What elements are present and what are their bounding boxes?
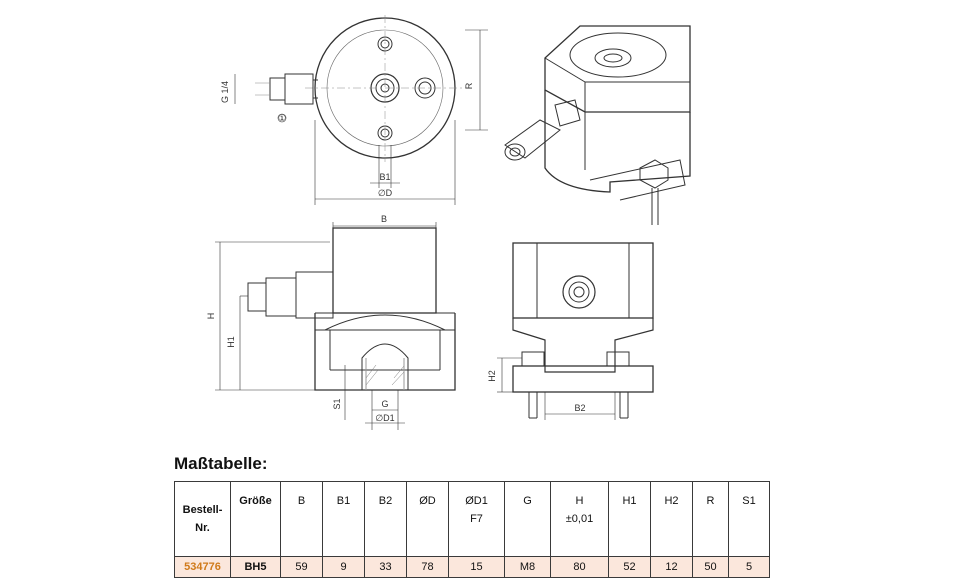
header-h: H±0,01 (550, 481, 609, 557)
cell-b1: 9 (322, 556, 365, 578)
header-s1: S1 (728, 481, 770, 557)
label-g14: G 1/4 (220, 81, 230, 103)
cell-r: 50 (692, 556, 729, 578)
cell-order-number: 534776 (174, 556, 231, 578)
label-d1: ∅D1 (375, 413, 394, 423)
header-b: B (280, 481, 323, 557)
label-d-top: ∅D (378, 188, 393, 198)
cell-h2: 12 (650, 556, 693, 578)
label-g: G (381, 399, 388, 409)
header-groesse: Größe (230, 481, 281, 557)
header-b2: B2 (364, 481, 407, 557)
cell-b: 59 (280, 556, 323, 578)
iso-view (504, 25, 691, 225)
label-b2: B2 (574, 403, 585, 413)
cell-s1: 5 (728, 556, 770, 578)
front-view (215, 222, 456, 430)
header-b1: B1 (322, 481, 365, 557)
cell-g: M8 (504, 556, 551, 578)
header-h1: H1 (608, 481, 651, 557)
header-g: G (504, 481, 551, 557)
cell-d: 78 (406, 556, 449, 578)
label-b1: B1 (379, 172, 390, 182)
label-b: B (381, 214, 387, 224)
cell-b2: 33 (364, 556, 407, 578)
side-view (497, 242, 654, 420)
label-s1: S1 (332, 398, 342, 409)
table-title: Maßtabelle: (174, 454, 268, 473)
cell-h: 80 (550, 556, 609, 578)
label-circle1: ① (278, 113, 286, 123)
header-d: ØD (406, 481, 449, 557)
header-r: R (692, 481, 729, 557)
technical-drawing: G 1/4 ① B1 ∅D R B H H1 S1 G ∅D1 H2 B2 (206, 15, 691, 430)
header-bestell-nr: Bestell-Nr. (174, 481, 231, 557)
header-h2: H2 (650, 481, 693, 557)
table-row: 534776 BH5 59 9 33 78 15 M8 80 52 12 50 … (174, 556, 770, 578)
label-h2: H2 (487, 370, 497, 382)
label-r: R (464, 82, 474, 89)
cell-d1: 15 (448, 556, 505, 578)
cell-h1: 52 (608, 556, 651, 578)
top-view (234, 15, 488, 205)
label-h1: H1 (226, 336, 236, 348)
cell-size: BH5 (230, 556, 281, 578)
label-h: H (206, 313, 216, 320)
